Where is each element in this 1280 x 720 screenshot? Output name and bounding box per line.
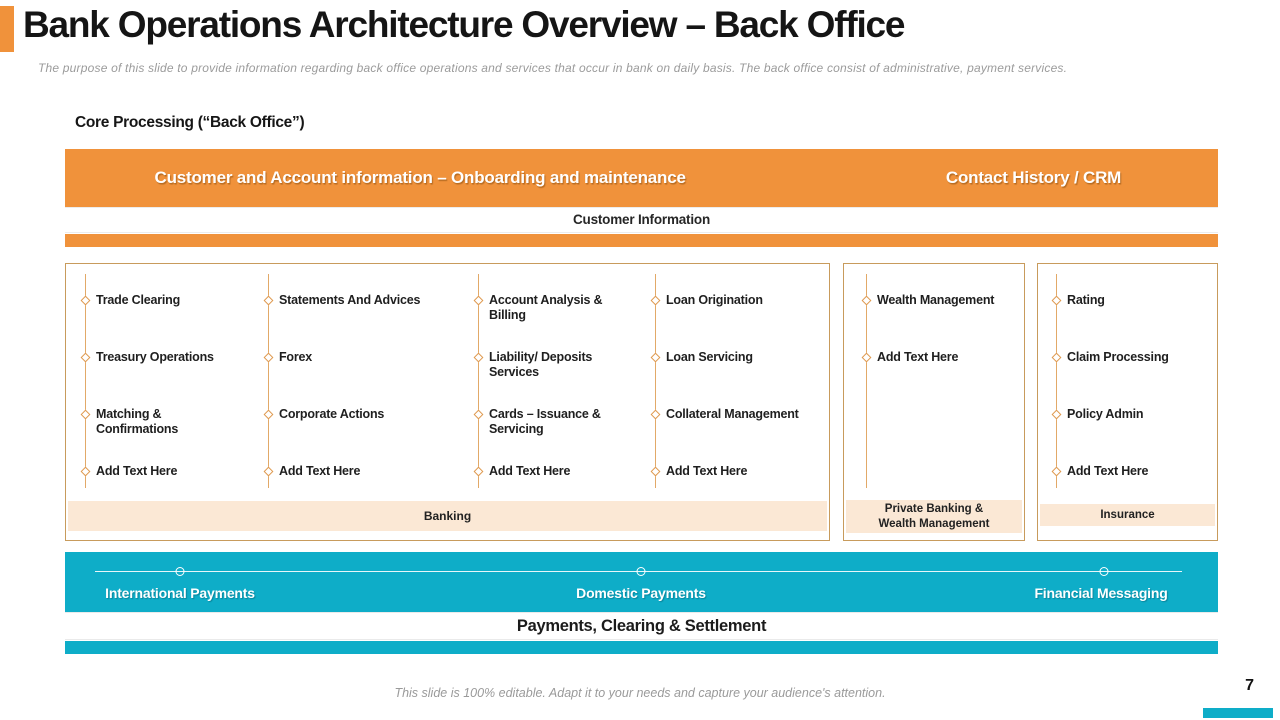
diamond-marker-icon <box>263 295 274 306</box>
slide-subtitle: The purpose of this slide to provide inf… <box>38 61 1068 75</box>
diamond-marker-icon <box>650 352 661 363</box>
list-item: Policy Admin <box>1051 407 1208 422</box>
insurance-box: Rating Claim Processing Policy Admin Add… <box>1037 263 1218 541</box>
list-item: Add Text Here <box>263 464 440 479</box>
customer-information-strip: Customer Information <box>65 207 1218 233</box>
diamond-marker-icon <box>1051 466 1062 477</box>
diamond-marker-icon <box>80 352 91 363</box>
diamond-marker-icon <box>80 409 91 420</box>
diamond-marker-icon <box>1051 409 1062 420</box>
list-item: Account Analysis & Billing <box>473 293 625 324</box>
node-circle-icon <box>1099 567 1109 576</box>
list-item: Statements And Advices <box>263 293 440 308</box>
banking-column-4: Loan Origination Loan Servicing Collater… <box>650 274 827 521</box>
column-line <box>1056 274 1057 488</box>
column-line <box>866 274 867 488</box>
list-item: Forex <box>263 350 440 365</box>
list-item: Loan Servicing <box>650 350 827 365</box>
banner-label-crm: Contact History / CRM <box>945 168 1122 187</box>
diamond-marker-icon <box>650 295 661 306</box>
editable-note: This slide is 100% editable. Adapt it to… <box>394 686 886 700</box>
diamond-marker-icon <box>650 466 661 477</box>
list-item: Wealth Management <box>861 293 1013 308</box>
column-line <box>478 274 479 488</box>
list-item: Corporate Actions <box>263 407 440 422</box>
insurance-footer-strip: Insurance <box>1040 504 1215 526</box>
diamond-marker-icon <box>473 409 484 420</box>
list-item: Liability/ Deposits Services <box>473 350 625 381</box>
banner-label-onboarding: Customer and Account information – Onboa… <box>154 168 686 187</box>
core-processing-heading: Core Processing (“Back Office”) <box>75 114 305 131</box>
list-item: Claim Processing <box>1051 350 1208 365</box>
payments-banner: International Payments Domestic Payments… <box>65 552 1218 612</box>
node-circle-icon <box>636 567 646 576</box>
list-item: Matching & Confirmations <box>80 407 232 438</box>
list-item: Rating <box>1051 293 1208 308</box>
list-item: Collateral Management <box>650 407 827 422</box>
list-item: Add Text Here <box>1051 464 1208 479</box>
insurance-column: Rating Claim Processing Policy Admin Add… <box>1051 274 1208 521</box>
customer-account-banner: Customer and Account information – Onboa… <box>65 149 1218 207</box>
footer-line: Private Banking & <box>884 502 984 515</box>
private-banking-column: Wealth Management Add Text Here <box>861 274 1013 488</box>
diamond-marker-icon <box>473 352 484 363</box>
banking-box: Trade Clearing Treasury Operations Match… <box>65 263 830 541</box>
diamond-marker-icon <box>263 466 274 477</box>
column-line <box>268 274 269 488</box>
banking-footer-strip: Banking <box>68 501 827 531</box>
private-banking-footer-strip: Private Banking & Wealth Management <box>846 500 1022 533</box>
diamond-marker-icon <box>861 295 872 306</box>
list-item: Add Text Here <box>80 464 232 479</box>
diamond-marker-icon <box>473 295 484 306</box>
list-item: Loan Origination <box>650 293 827 308</box>
diamond-marker-icon <box>1051 295 1062 306</box>
page-title: Bank Operations Architecture Overview – … <box>23 4 905 45</box>
banking-column-1: Trade Clearing Treasury Operations Match… <box>80 274 232 521</box>
banking-column-2: Statements And Advices Forex Corporate A… <box>263 274 440 521</box>
node-circle-icon <box>175 567 185 576</box>
diamond-marker-icon <box>1051 352 1062 363</box>
diamond-marker-icon <box>650 409 661 420</box>
list-item: Add Text Here <box>650 464 827 479</box>
corner-accent-bar <box>1203 708 1273 718</box>
footer-line: Wealth Management <box>878 517 990 530</box>
diamond-marker-icon <box>80 466 91 477</box>
list-item: Treasury Operations <box>80 350 232 365</box>
column-line <box>85 274 86 488</box>
diamond-marker-icon <box>861 352 872 363</box>
teal-divider-bar <box>65 641 1218 654</box>
column-line <box>655 274 656 488</box>
list-item: Trade Clearing <box>80 293 232 308</box>
page-number: 7 <box>1245 677 1254 694</box>
list-item: Cards – Issuance & Servicing <box>473 407 625 438</box>
diamond-marker-icon <box>263 352 274 363</box>
list-item: Add Text Here <box>861 350 1013 365</box>
payments-label-messaging: Financial Messaging <box>1034 585 1168 601</box>
payments-label-domestic: Domestic Payments <box>576 585 706 601</box>
diamond-marker-icon <box>473 466 484 477</box>
diamond-marker-icon <box>263 409 274 420</box>
title-accent-bar <box>0 6 14 52</box>
banking-column-3: Account Analysis & Billing Liability/ De… <box>473 274 625 521</box>
diamond-marker-icon <box>80 295 91 306</box>
list-item: Add Text Here <box>473 464 625 479</box>
orange-divider-bar <box>65 234 1218 247</box>
private-banking-box: Wealth Management Add Text Here Private … <box>843 263 1025 541</box>
payments-label-international: International Payments <box>105 585 255 601</box>
payments-clearing-strip: Payments, Clearing & Settlement <box>65 612 1218 640</box>
